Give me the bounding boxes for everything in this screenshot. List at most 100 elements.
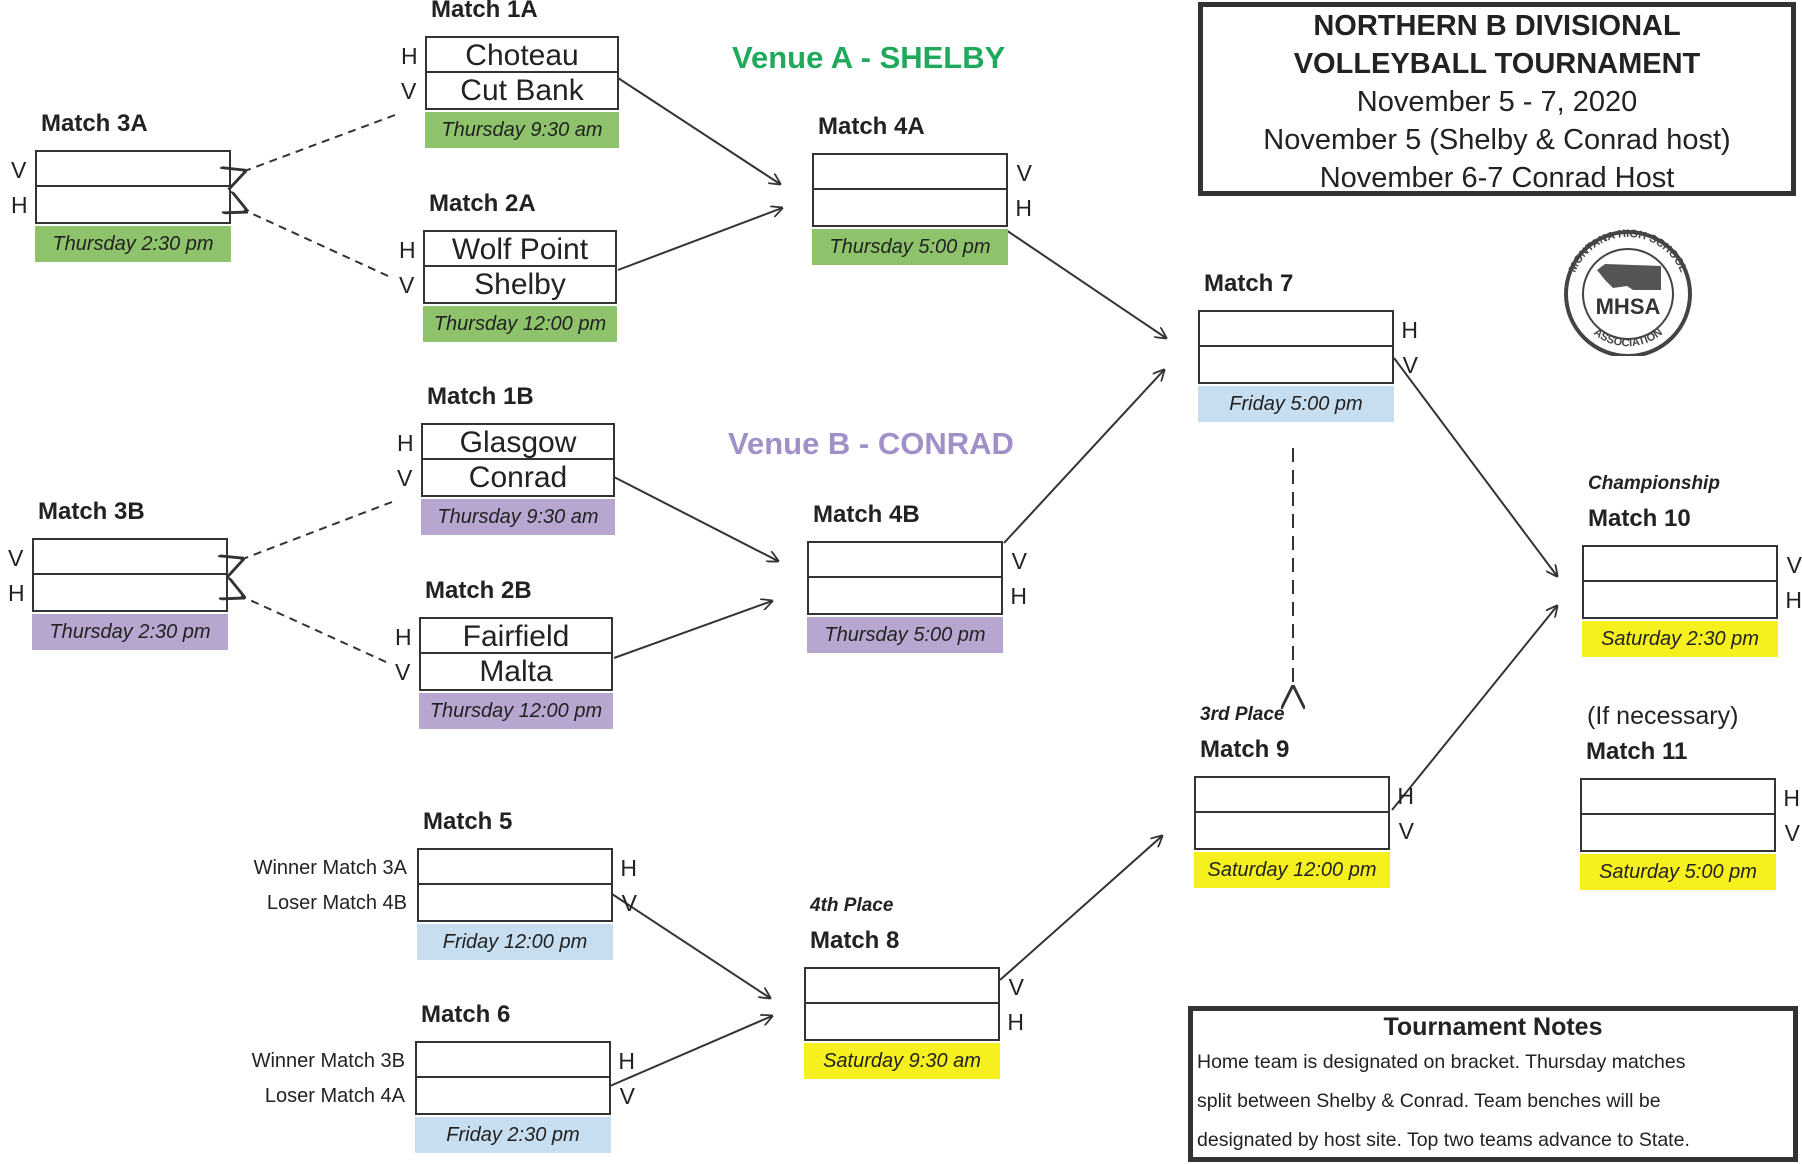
match-4a-title: Match 4A (818, 113, 925, 140)
match-6-title: Match 6 (421, 1001, 511, 1028)
match-2b-home-team: Fairfield (462, 620, 570, 653)
home-marker: H (395, 624, 412, 650)
logo-center-text: MHSA (1596, 294, 1661, 319)
match-1b-home-team: Glasgow (459, 426, 577, 459)
match-10-home-slot[interactable]: H (1582, 582, 1802, 619)
home-marker: H (401, 43, 418, 69)
title-host-day1: November 5 (Shelby & Conrad host) (1263, 124, 1731, 156)
match-2b-visitor-slot[interactable]: V Malta (395, 654, 613, 691)
match-11-home-slot[interactable]: H (1580, 778, 1800, 815)
match-1b-home-slot[interactable]: H Glasgow (397, 423, 615, 460)
match-7-home-slot[interactable]: H (1198, 310, 1418, 347)
match-4b: Match 4B V H Thursday 5:00 pm (807, 501, 1027, 653)
match-2a-visitor-team: Shelby (474, 268, 566, 301)
match-8-subtitle: 4th Place (810, 895, 894, 916)
visitor-marker: V (1016, 160, 1032, 186)
match-1a-home-slot[interactable]: H Choteau (401, 36, 619, 73)
visitor-marker: V (8, 545, 24, 571)
winner-arrow-2a-to-4a (617, 208, 782, 271)
match-10-visitor-slot[interactable]: V (1582, 545, 1802, 582)
visitor-marker: V (1786, 552, 1802, 578)
match-4a: Match 4A V H Thursday 5:00 pm (812, 113, 1032, 265)
match-3a-title: Match 3A (41, 110, 148, 137)
match-3b: Match 3B V H Thursday 2:30 pm (8, 498, 228, 650)
logo-bottom-text: ASSOCIATION (1591, 326, 1664, 349)
match-8-schedule: Saturday 9:30 am (804, 1043, 1000, 1079)
title-host-day2: November 6-7 Conrad Host (1319, 162, 1675, 194)
match-5-schedule: Friday 12:00 pm (417, 924, 613, 960)
notes-line-2: split between Shelby & Conrad. Team benc… (1197, 1090, 1661, 1112)
match-8-visitor-slot[interactable]: V (804, 967, 1024, 1004)
match-4a-home-slot[interactable]: H (812, 190, 1032, 227)
match-7-schedule: Friday 5:00 pm (1198, 386, 1394, 422)
match-2a-home-team: Wolf Point (451, 233, 589, 266)
match-2b: Match 2B H Fairfield V Malta Thursday 12… (395, 577, 613, 729)
winner-arrow-9-to-10 (1391, 606, 1557, 811)
venue-b-label: Venue B - CONRAD (728, 426, 1014, 461)
visitor-marker: V (1402, 352, 1418, 378)
match-7: Match 7 H V Friday 5:00 pm (1198, 270, 1418, 422)
home-marker: H (1783, 785, 1800, 811)
notes-title: Tournament Notes (1383, 1013, 1603, 1041)
visitor-marker: V (619, 1083, 635, 1109)
match-1a-visitor-team: Cut Bank (460, 74, 584, 107)
match-3b-schedule: Thursday 2:30 pm (32, 614, 228, 650)
home-marker: H (1015, 195, 1032, 221)
match-5-visitor-source: Loser Match 4B (266, 892, 407, 914)
match-6-home-source: Winner Match 3B (251, 1050, 405, 1072)
match-10-subtitle: Championship (1588, 473, 1720, 494)
match-1a-schedule: Thursday 9:30 am (425, 112, 619, 148)
match-2a-home-slot[interactable]: H Wolf Point (399, 230, 617, 267)
match-5: Match 5 Winner Match 3A H Loser Match 4B… (254, 808, 637, 960)
home-marker: H (620, 855, 637, 881)
winner-arrow-4a-to-7 (1005, 229, 1166, 338)
match-4b-title: Match 4B (813, 501, 920, 528)
match-5-visitor-slot[interactable]: Loser Match 4B V (267, 885, 637, 922)
match-6-visitor-slot[interactable]: Loser Match 4A V (265, 1078, 635, 1115)
visitor-marker: V (401, 78, 417, 104)
winner-arrow-8-to-9 (999, 836, 1162, 981)
match-3b-visitor-slot[interactable]: V (8, 538, 228, 575)
winner-arrow-7-to-10 (1393, 357, 1557, 576)
home-marker: H (397, 430, 414, 456)
match-10: Championship Match 10 V H Saturday 2:30 … (1582, 473, 1802, 657)
match-2b-schedule: Thursday 12:00 pm (419, 693, 613, 729)
match-6-visitor-source: Loser Match 4A (264, 1085, 405, 1107)
match-3a-visitor-slot[interactable]: V (11, 150, 231, 187)
match-1a-visitor-slot[interactable]: V Cut Bank (401, 73, 619, 110)
match-2a-visitor-slot[interactable]: V Shelby (399, 267, 617, 304)
match-3a-home-slot[interactable]: H (11, 187, 231, 224)
match-6-home-slot[interactable]: Winner Match 3B H (252, 1041, 635, 1078)
title-line-1: NORTHERN B DIVISIONAL (1313, 10, 1681, 42)
match-4b-home-slot[interactable]: H (807, 578, 1027, 615)
match-3b-home-slot[interactable]: H (8, 575, 228, 612)
match-4a-visitor-slot[interactable]: V (812, 153, 1032, 190)
match-8-home-slot[interactable]: H (804, 1004, 1024, 1041)
loser-arrow-2b-to-3b (241, 596, 387, 663)
match-1b-visitor-slot[interactable]: V Conrad (397, 460, 615, 497)
match-1b-schedule: Thursday 9:30 am (421, 499, 615, 535)
match-2a: Match 2A H Wolf Point V Shelby Thursday … (399, 190, 617, 342)
match-4b-visitor-slot[interactable]: V (807, 541, 1027, 578)
match-11-visitor-slot[interactable]: V (1580, 815, 1800, 852)
visitor-marker: V (1008, 974, 1024, 1000)
match-8-title: Match 8 (810, 927, 900, 954)
match-3a: Match 3A V H Thursday 2:30 pm (11, 110, 231, 262)
loser-arrow-1b-to-3b (240, 501, 393, 560)
match-11: Match 11 H V Saturday 5:00 pm (1580, 738, 1800, 890)
match-5-home-slot[interactable]: Winner Match 3A H (254, 848, 637, 885)
home-marker: H (399, 237, 416, 263)
match-5-title: Match 5 (423, 808, 513, 835)
match-1b-visitor-team: Conrad (468, 461, 568, 494)
match-4a-schedule: Thursday 5:00 pm (812, 229, 1008, 265)
loser-arrow-2a-to-3a (244, 210, 389, 277)
visitor-marker: V (621, 890, 637, 916)
match-7-visitor-slot[interactable]: V (1198, 347, 1418, 384)
match-9-visitor-slot[interactable]: V (1194, 813, 1414, 850)
match-9-home-slot[interactable]: H (1194, 776, 1414, 813)
match-9-schedule: Saturday 12:00 pm (1194, 852, 1390, 888)
match-10-schedule: Saturday 2:30 pm (1582, 621, 1778, 657)
match-11-title: Match 11 (1586, 738, 1688, 765)
match-2b-home-slot[interactable]: H Fairfield (395, 617, 613, 654)
visitor-marker: V (397, 465, 413, 491)
